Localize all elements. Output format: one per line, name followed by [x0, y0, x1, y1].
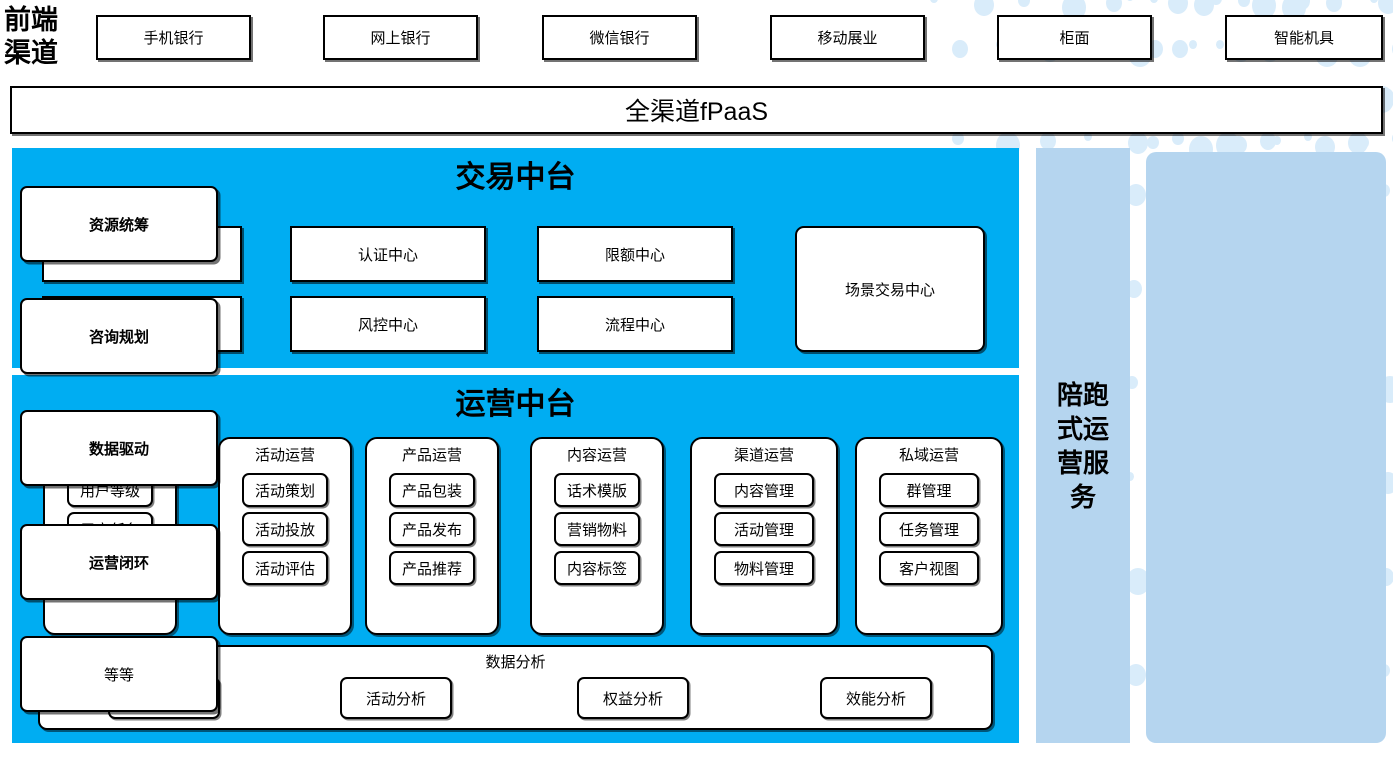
channel-label: 柜面	[1059, 30, 1090, 47]
ops-item[interactable]: 群管理	[879, 473, 979, 507]
data-analysis-item-efficiency[interactable]: 效能分析	[820, 677, 932, 719]
channel-label: 微信银行	[589, 30, 650, 47]
ops-item[interactable]: 产品包装	[389, 473, 475, 507]
ops-group-product[interactable]: 产品运营 产品包装 产品发布 产品推荐	[365, 437, 499, 635]
ops-item[interactable]: 内容管理	[714, 473, 814, 507]
capability-panel	[1146, 152, 1386, 743]
ops-item[interactable]: 客户视图	[879, 551, 979, 585]
ops-item[interactable]: 活动投放	[242, 512, 328, 546]
data-analysis-item-activity[interactable]: 活动分析	[340, 677, 452, 719]
ops-group-private-domain[interactable]: 私域运营 群管理 任务管理 客户视图	[855, 437, 1003, 635]
capability-item-consulting[interactable]: 咨询规划	[20, 298, 218, 374]
ops-item[interactable]: 产品发布	[389, 512, 475, 546]
trade-box-label: 认证中心	[357, 246, 418, 264]
front-channel-label-line2: 渠道	[4, 38, 58, 68]
front-channel-label-line1: 前端	[4, 5, 58, 35]
ops-item[interactable]: 内容标签	[554, 551, 640, 585]
ops-group-activity[interactable]: 活动运营 活动策划 活动投放 活动评估	[218, 437, 352, 635]
ops-item[interactable]: 营销物料	[554, 512, 640, 546]
trade-box-label: 限额中心	[604, 246, 665, 264]
trade-box-label: 场景交易中心	[844, 281, 935, 299]
capability-item-resource[interactable]: 资源统筹	[20, 186, 218, 262]
ops-group-title: 活动运营	[254, 447, 315, 464]
data-analysis-item-rights[interactable]: 权益分析	[577, 677, 689, 719]
trade-box-label: 流程中心	[604, 316, 665, 334]
ops-group-title: 产品运营	[401, 447, 462, 464]
capability-item-data-driven[interactable]: 数据驱动	[20, 410, 218, 486]
channel-box-counter[interactable]: 柜面	[997, 15, 1152, 60]
omnichannel-fpaas-bar[interactable]: 全渠道fPaaS	[10, 86, 1383, 134]
trade-box-limit-center[interactable]: 限额中心	[537, 226, 733, 282]
trade-box-auth-center[interactable]: 认证中心	[290, 226, 486, 282]
ops-item[interactable]: 活动评估	[242, 551, 328, 585]
channel-box-wechat-bank[interactable]: 微信银行	[542, 15, 697, 60]
ops-center-title: 运营中台	[455, 388, 576, 421]
channel-box-smart-machine[interactable]: 智能机具	[1225, 15, 1383, 60]
ops-item[interactable]: 任务管理	[879, 512, 979, 546]
ops-item[interactable]: 产品推荐	[389, 551, 475, 585]
ops-group-channel[interactable]: 渠道运营 内容管理 活动管理 物料管理	[690, 437, 838, 635]
capability-item-closed-loop[interactable]: 运营闭环	[20, 524, 218, 600]
channel-box-mobile-business[interactable]: 移动展业	[770, 15, 925, 60]
front-channel-label: 前端 渠道	[4, 2, 82, 72]
channel-box-online-bank[interactable]: 网上银行	[323, 15, 478, 60]
ops-group-title: 私域运营	[898, 447, 959, 464]
ops-group-content[interactable]: 内容运营 话术模版 营销物料 内容标签	[530, 437, 664, 635]
channel-label: 手机银行	[143, 30, 204, 47]
ops-item[interactable]: 物料管理	[714, 551, 814, 585]
accompanying-operation-service-column: 陪跑式运营服务	[1036, 148, 1130, 743]
channel-box-mobile-bank[interactable]: 手机银行	[96, 15, 251, 60]
ops-item[interactable]: 话术模版	[554, 473, 640, 507]
channel-label: 移动展业	[817, 30, 878, 47]
trade-box-scenario-trade-center[interactable]: 场景交易中心	[795, 226, 985, 352]
trade-box-label: 风控中心	[357, 316, 418, 334]
ops-group-title: 渠道运营	[733, 447, 794, 464]
ops-item[interactable]: 活动管理	[714, 512, 814, 546]
trade-box-process-center[interactable]: 流程中心	[537, 296, 733, 352]
trade-box-risk-center[interactable]: 风控中心	[290, 296, 486, 352]
capability-item-etc[interactable]: 等等	[20, 636, 218, 712]
ops-group-title: 内容运营	[566, 447, 627, 464]
accompanying-operation-service-label: 陪跑式运营服务	[1056, 379, 1109, 512]
trade-center-title: 交易中台	[455, 161, 576, 194]
data-analysis-title: 数据分析	[485, 654, 546, 671]
channel-label: 网上银行	[370, 30, 431, 47]
data-analysis-strip: 数据分析 行为分析 活动分析 权益分析 效能分析	[38, 645, 993, 730]
channel-label: 智能机具	[1273, 30, 1334, 47]
ops-item[interactable]: 活动策划	[242, 473, 328, 507]
omnichannel-fpaas-label: 全渠道fPaaS	[624, 98, 769, 126]
